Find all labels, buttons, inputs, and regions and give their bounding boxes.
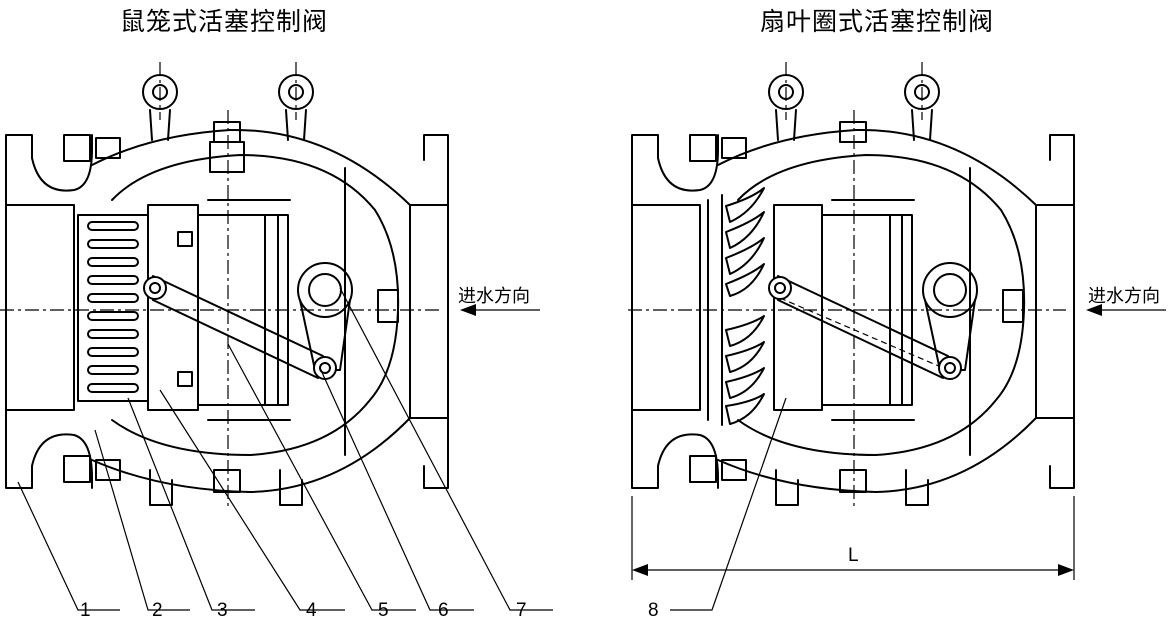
leader-5 bbox=[227, 343, 416, 611]
left-flange-outlet bbox=[5, 134, 33, 489]
leader-8 bbox=[670, 397, 787, 611]
title-fan-ring-piston-valve: 扇叶圈式活塞控制阀 bbox=[760, 7, 995, 36]
leader-7 bbox=[339, 287, 553, 611]
right-flow-arrow-head bbox=[1086, 304, 1102, 316]
flow-direction-label-right: 进水方向 bbox=[1088, 286, 1160, 307]
leader-4 bbox=[159, 389, 345, 611]
part-number-5: 5 bbox=[378, 600, 389, 621]
right-valve-drawing bbox=[628, 62, 1166, 611]
left-body-top bbox=[91, 128, 411, 206]
title-cage-piston-valve: 鼠笼式活塞控制阀 bbox=[120, 7, 329, 36]
part-number-4: 4 bbox=[306, 600, 317, 621]
left-shaft-housing bbox=[297, 262, 353, 318]
left-stop bbox=[377, 289, 399, 323]
left-crank-pin bbox=[313, 356, 337, 380]
left-bottom-plug bbox=[213, 469, 241, 493]
left-crank-arm bbox=[152, 275, 324, 379]
left-top-plug bbox=[213, 121, 241, 143]
left-body-bottom bbox=[91, 417, 411, 493]
leader-2 bbox=[94, 429, 190, 611]
part-number-2: 2 bbox=[152, 600, 163, 621]
left-flow-arrow-head bbox=[460, 304, 476, 316]
leader-6 bbox=[319, 367, 474, 611]
left-bore-right bbox=[409, 204, 449, 419]
left-flange-neck-top bbox=[31, 134, 93, 192]
dim-extension-lines bbox=[631, 496, 1075, 580]
left-bottom-feet bbox=[149, 469, 303, 506]
flow-direction-label-left: 进水方向 bbox=[458, 286, 530, 307]
left-valve-drawing bbox=[0, 62, 553, 611]
leader-1 bbox=[17, 481, 120, 611]
part-number-7: 7 bbox=[516, 600, 527, 621]
left-arm-pivot bbox=[143, 276, 167, 300]
left-cage-slots bbox=[87, 221, 139, 393]
left-bolt-top-1 bbox=[63, 134, 91, 162]
left-bore-left bbox=[5, 204, 75, 411]
right-fan-blades bbox=[725, 187, 765, 425]
left-flange-neck-bottom bbox=[31, 433, 93, 489]
right-crank-arm-hidden bbox=[779, 297, 949, 371]
dimension-label-L: L bbox=[848, 545, 859, 566]
part-number-3: 3 bbox=[217, 600, 228, 621]
part-number-6: 6 bbox=[438, 600, 449, 621]
left-flange-inlet bbox=[423, 134, 449, 489]
left-piston-rod-housing bbox=[147, 204, 199, 411]
leader-3 bbox=[127, 397, 255, 611]
part-number-8: 8 bbox=[648, 600, 659, 621]
part-number-1: 1 bbox=[80, 600, 91, 621]
left-bolt-bottom-1 bbox=[63, 455, 91, 483]
